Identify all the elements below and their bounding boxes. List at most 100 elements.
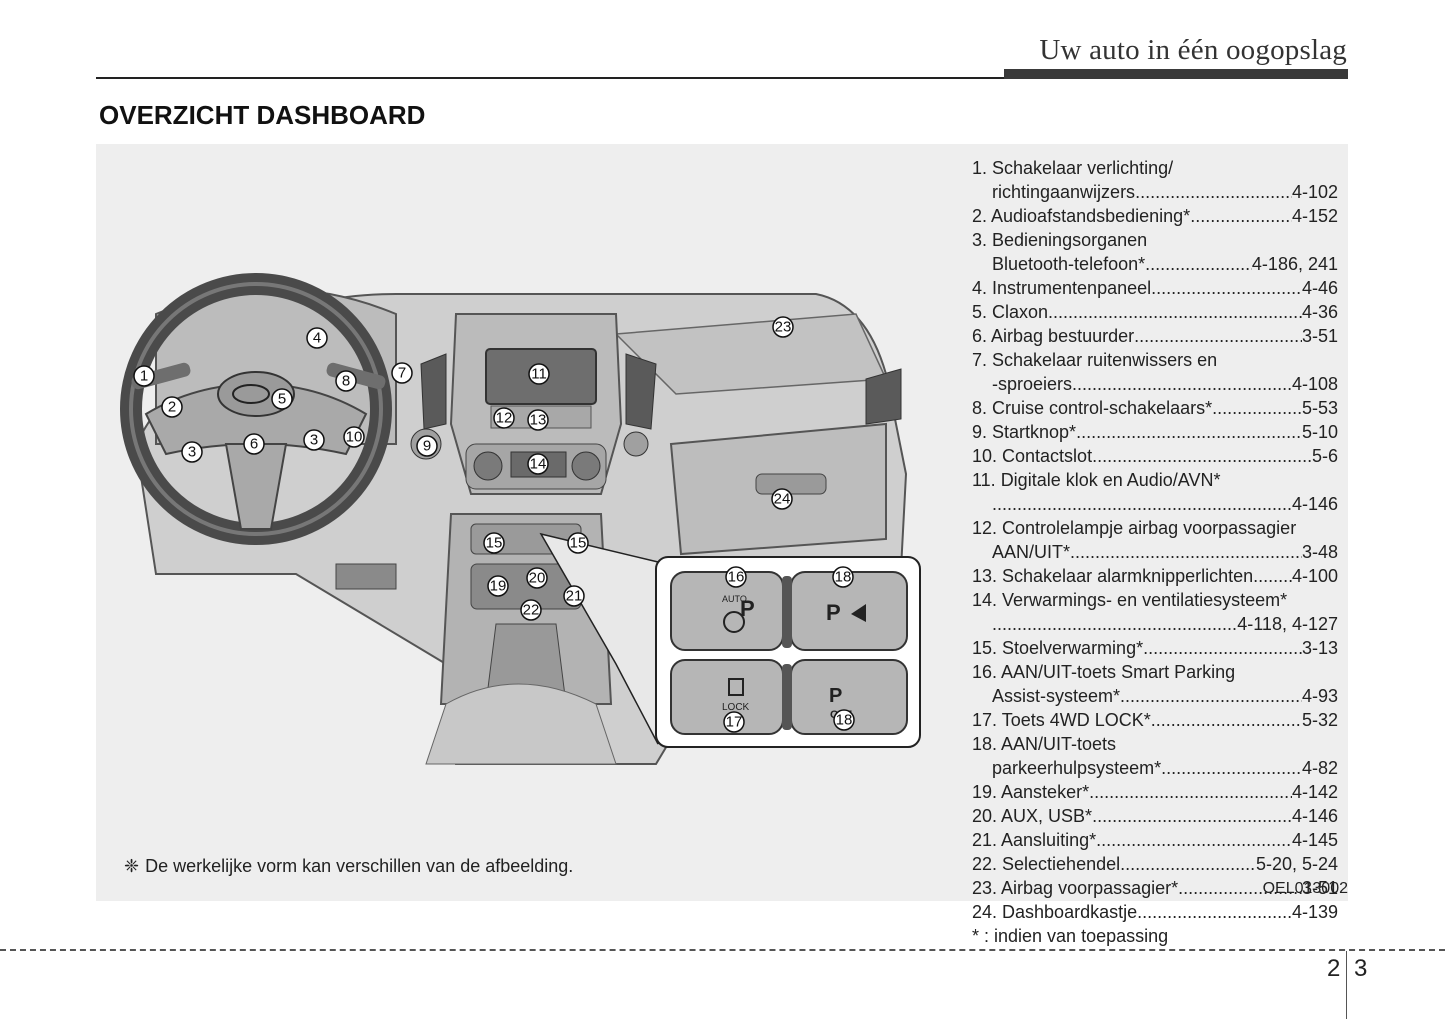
legend-leader-dots bbox=[1161, 756, 1302, 780]
callout-3b: 3 bbox=[310, 432, 318, 449]
legend-line: 3. Bedieningsorganen bbox=[972, 228, 1338, 252]
legend-leader-dots bbox=[1212, 396, 1302, 420]
legend-page-ref[interactable]: 4-146 bbox=[1291, 494, 1338, 514]
legend-page-ref[interactable]: 4-152 bbox=[1291, 206, 1338, 226]
dashboard-illustration: AUTO P P LOCK P OFF 1 2 3 4 5 6 3 7 8 9 … bbox=[96, 144, 956, 901]
legend-leader-dots bbox=[1092, 804, 1292, 828]
callout-2: 2 bbox=[168, 399, 176, 416]
legend-page-ref[interactable]: 4-102 bbox=[1291, 182, 1338, 202]
callout-15b: 15 bbox=[570, 535, 587, 552]
legend-label: 23. Airbag voorpassagier* bbox=[972, 878, 1179, 898]
legend-label: AAN/UIT* bbox=[992, 542, 1071, 562]
legend-leader-dots bbox=[992, 612, 1237, 636]
legend-label: 18. AAN/UIT-toets bbox=[972, 734, 1117, 754]
callout-16: 16 bbox=[728, 569, 745, 586]
legend-page-ref[interactable]: 4-139 bbox=[1291, 902, 1338, 922]
callout-18a: 18 bbox=[835, 569, 852, 586]
legend-page-ref[interactable]: 4-93 bbox=[1301, 686, 1338, 706]
legend-line: 24. Dashboardkastje 4-139 bbox=[972, 900, 1338, 924]
callout-5: 5 bbox=[278, 391, 286, 408]
callout-19: 19 bbox=[490, 578, 507, 595]
legend-leader-dots bbox=[1089, 780, 1292, 804]
legend-item: 22. Selectiehendel 5-20, 5-24 bbox=[972, 852, 1338, 876]
callout-7: 7 bbox=[398, 365, 406, 382]
legend-item: 8. Cruise control-schakelaars*5-53 bbox=[972, 396, 1338, 420]
legend-line: 5. Claxon 4-36 bbox=[972, 300, 1338, 324]
callout-17: 17 bbox=[726, 714, 743, 731]
callout-4: 4 bbox=[313, 330, 321, 347]
legend-leader-dots bbox=[1253, 564, 1292, 588]
figure-panel: AUTO P P LOCK P OFF 1 2 3 4 5 6 3 7 8 9 … bbox=[96, 144, 1348, 946]
legend-label: 10. Contactslot bbox=[972, 446, 1093, 466]
callout-10: 10 bbox=[346, 429, 363, 446]
legend-page-ref[interactable]: 5-6 bbox=[1311, 446, 1338, 466]
legend-label: 22. Selectiehendel bbox=[972, 854, 1121, 874]
legend-page-ref[interactable]: 4-36 bbox=[1301, 302, 1338, 322]
legend-leader-dots bbox=[992, 492, 1292, 516]
callout-11: 11 bbox=[531, 366, 547, 383]
page-number-separator bbox=[1346, 951, 1347, 1019]
legend-line: 2. Audioafstandsbediening* 4-152 bbox=[972, 204, 1338, 228]
legend-line: 10. Contactslot 5-6 bbox=[972, 444, 1338, 468]
legend-line: 4. Instrumentenpaneel 4-46 bbox=[972, 276, 1338, 300]
legend-label: 15. Stoelverwarming* bbox=[972, 638, 1144, 658]
legend-label: 3. Bedieningsorganen bbox=[972, 230, 1148, 250]
legend-item: 9. Startknop* 5-10 bbox=[972, 420, 1338, 444]
legend-line: 22. Selectiehendel 5-20, 5-24 bbox=[972, 852, 1338, 876]
callout-18b: 18 bbox=[836, 712, 853, 729]
legend-page-ref[interactable]: 5-53 bbox=[1301, 398, 1338, 418]
legend-page-ref[interactable]: 4-145 bbox=[1291, 830, 1338, 850]
legend-page-ref[interactable]: 4-146 bbox=[1291, 806, 1338, 826]
legend-page-ref[interactable]: 3-51 bbox=[1301, 878, 1338, 898]
callout-1: 1 bbox=[140, 368, 148, 385]
callout-13: 13 bbox=[530, 412, 547, 429]
legend-page-ref[interactable]: 4-186, 241 bbox=[1251, 254, 1338, 274]
legend-line: 12. Controlelampje airbag voorpassagier bbox=[972, 516, 1338, 540]
legend-page-ref[interactable]: 4-108 bbox=[1291, 374, 1338, 394]
legend-line: 8. Cruise control-schakelaars*5-53 bbox=[972, 396, 1338, 420]
legend-line: 19. Aansteker* 4-142 bbox=[972, 780, 1338, 804]
legend-page-ref[interactable]: 4-142 bbox=[1291, 782, 1338, 802]
legend-page-ref[interactable]: 3-48 bbox=[1301, 542, 1338, 562]
legend-label: 16. AAN/UIT-toets Smart Parking bbox=[972, 662, 1236, 682]
chapter-title: Uw auto in één oogopslag bbox=[1039, 34, 1347, 66]
p-text-1: P bbox=[740, 596, 755, 621]
legend-page-ref[interactable]: 3-51 bbox=[1301, 326, 1338, 346]
callout-8: 8 bbox=[342, 373, 350, 390]
legend-leader-dots bbox=[1151, 708, 1302, 732]
legend-leader-dots bbox=[1143, 636, 1302, 660]
legend-page-ref[interactable]: 5-10 bbox=[1301, 422, 1338, 442]
legend-page-ref[interactable]: 4-82 bbox=[1301, 758, 1338, 778]
legend-leader-dots bbox=[1076, 420, 1302, 444]
legend-page-ref[interactable]: 4-46 bbox=[1301, 278, 1338, 298]
legend-item: 21. Aansluiting* 4-145 bbox=[972, 828, 1338, 852]
legend-item: 1. Schakelaar verlichting/richtingaanwij… bbox=[972, 156, 1338, 204]
figure-note: ❈De werkelijke vorm kan verschillen van … bbox=[124, 856, 573, 877]
legend-label: 24. Dashboardkastje bbox=[972, 902, 1138, 922]
legend-line: 14. Verwarmings- en ventilatiesysteem* bbox=[972, 588, 1338, 612]
legend-label: Assist-systeem* bbox=[992, 686, 1121, 706]
section-title: OVERZICHT DASHBOARD bbox=[99, 100, 426, 130]
legend-page-ref[interactable]: 4-100 bbox=[1291, 566, 1338, 586]
legend-item: 6. Airbag bestuurder 3-51 bbox=[972, 324, 1338, 348]
legend-item: 5. Claxon 4-36 bbox=[972, 300, 1338, 324]
legend-label: 14. Verwarmings- en ventilatiesysteem* bbox=[972, 590, 1288, 610]
legend-label: 11. Digitale klok en Audio/AVN* bbox=[972, 470, 1221, 490]
legend-leader-dots bbox=[1145, 252, 1252, 276]
legend-page-ref[interactable]: 3-13 bbox=[1301, 638, 1338, 658]
legend-leader-dots bbox=[1137, 900, 1292, 924]
legend-line: parkeerhulpsysteem* 4-82 bbox=[972, 756, 1338, 780]
legend-page-ref[interactable]: 4-118, 4-127 bbox=[1237, 614, 1338, 634]
legend-label: parkeerhulpsysteem* bbox=[992, 758, 1162, 778]
callout-22: 22 bbox=[523, 602, 540, 619]
legend-label: 20. AUX, USB* bbox=[972, 806, 1093, 826]
callout-15a: 15 bbox=[486, 535, 503, 552]
legend-page-ref[interactable]: 5-20, 5-24 bbox=[1255, 854, 1338, 874]
callout-14: 14 bbox=[530, 456, 547, 473]
legend-line: Bluetooth-telefoon* 4-186, 241 bbox=[972, 252, 1338, 276]
lock-text: LOCK bbox=[722, 702, 750, 713]
legend-page-ref[interactable]: 5-32 bbox=[1301, 710, 1338, 730]
legend-line: 7. Schakelaar ruitenwissers en bbox=[972, 348, 1338, 372]
